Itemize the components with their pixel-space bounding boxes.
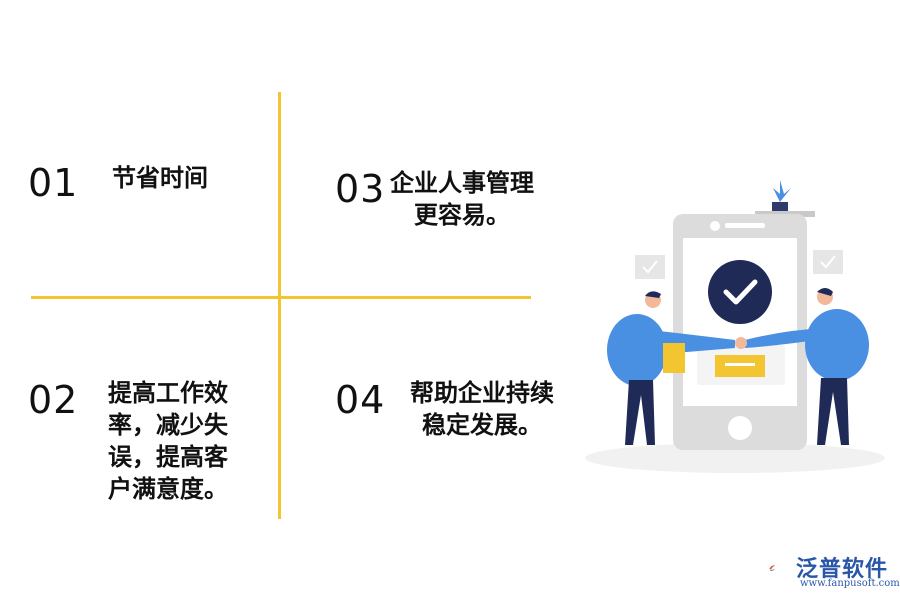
item-number-02: 02 [28,378,79,422]
item-text-02: 提高工作效 率，减少失 误，提高客 户满意度。 [108,377,228,505]
item-text-03-line: 更容易。 [414,201,510,229]
item-text-02-line: 率，减少失 [108,411,228,439]
item-text-02-line: 户满意度。 [108,475,228,503]
item-text-02-line: 提高工作效 [108,379,228,407]
item-text-04-line: 帮助企业持续 [410,379,554,407]
item-text-03: 企业人事管理 更容易。 [390,167,534,231]
item-number-01: 01 [28,161,79,205]
logo-mark-icon [769,565,776,571]
vertical-divider [278,92,281,519]
item-number-03: 03 [335,167,386,211]
item-text-04: 帮助企业持续 稳定发展。 [410,377,554,441]
logo-name: 泛普软件 [796,557,889,582]
item-number-04: 04 [335,378,386,422]
handshake-phone-illustration [585,180,885,473]
item-text-03-line: 企业人事管理 [390,169,534,197]
item-text-04-line: 稳定发展。 [422,411,542,439]
logo-url: www.fanpusoft.com [800,578,900,589]
item-text-02-line: 误，提高客 [108,443,228,471]
item-text-01: 节省时间 [112,164,208,192]
horizontal-divider [31,296,531,299]
